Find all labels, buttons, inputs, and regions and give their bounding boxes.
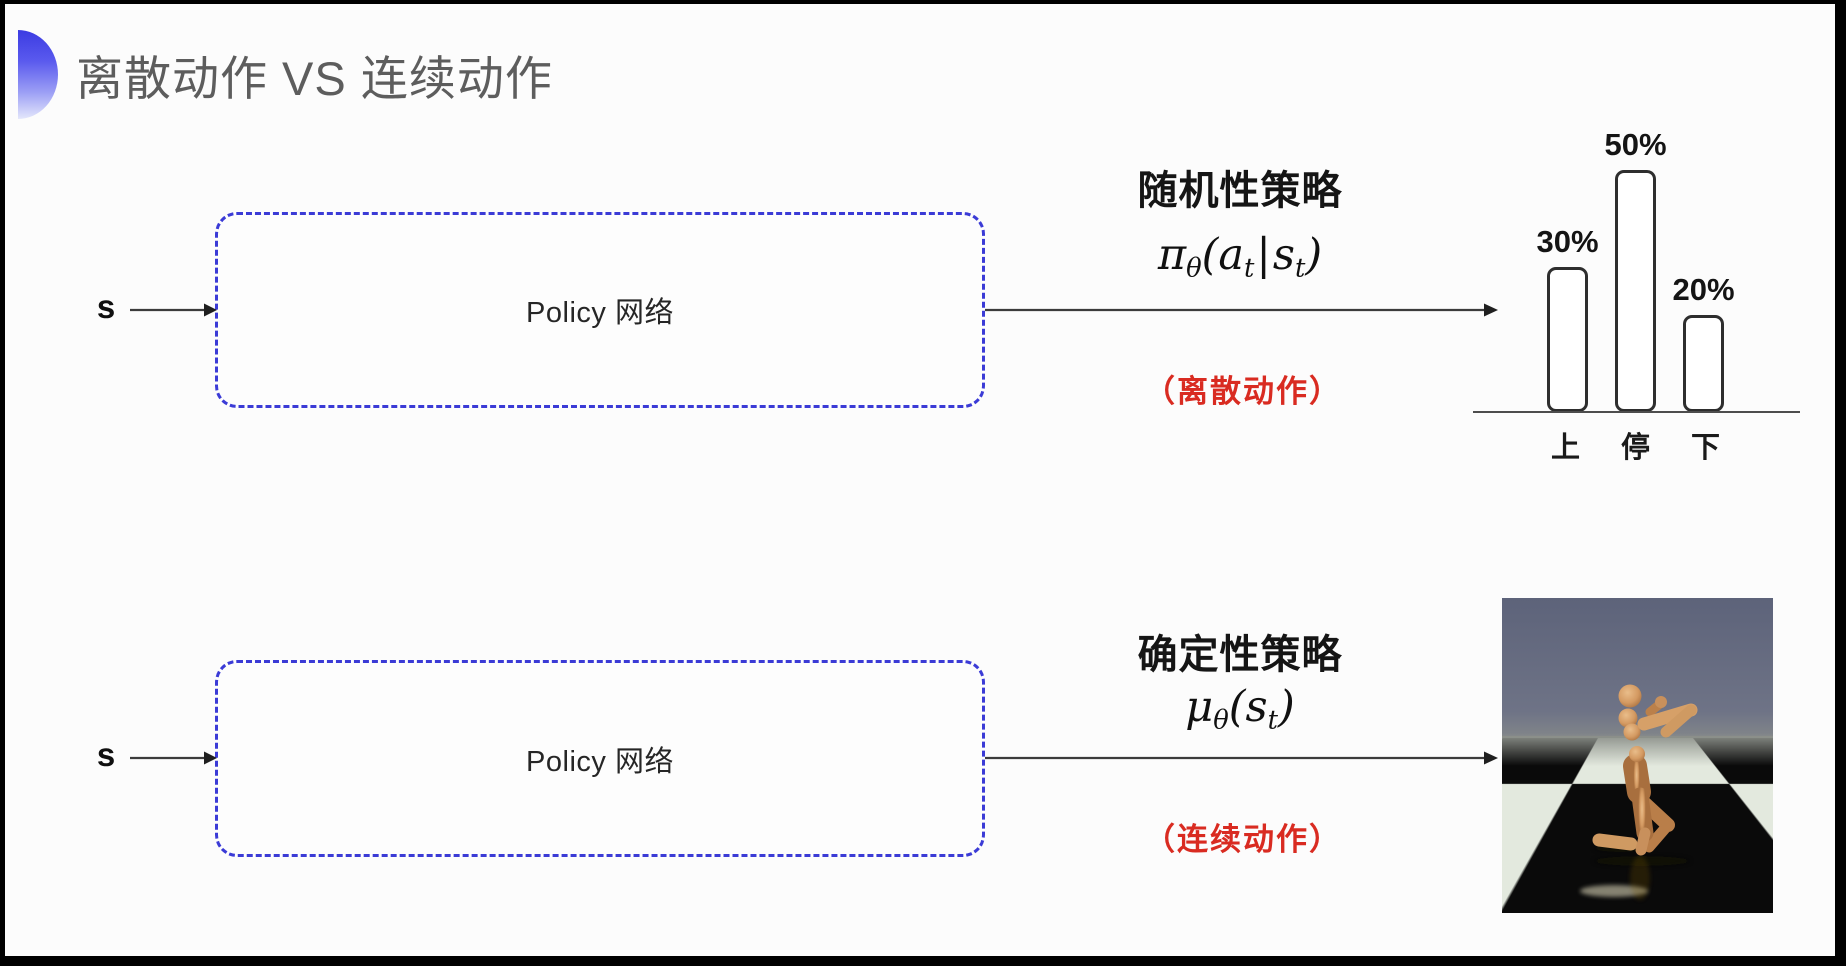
policy-network-box-discrete: Policy 网络 [215, 212, 985, 408]
action-probability-bar-chart: 30% 50% 20% 上 停 下 [1473, 90, 1803, 464]
bar [1683, 315, 1724, 412]
frame-border-left [0, 0, 5, 966]
bar [1615, 169, 1656, 412]
deterministic-policy-formula: μθ(st) [1185, 682, 1295, 736]
humanoid-simulation-image [1502, 598, 1773, 913]
deterministic-policy-title: 确定性策略 [1137, 633, 1343, 677]
continuous-action-note: （连续动作） [1144, 822, 1342, 857]
policy-network-box-continuous: Policy 网络 [215, 660, 985, 857]
discrete-action-note: （离散动作） [1144, 374, 1342, 409]
frame-border-right [1835, 0, 1846, 966]
category-label: 上 [1550, 432, 1580, 464]
bar-value-label: 50% [1604, 126, 1667, 162]
bar-group: 30% [1536, 224, 1599, 412]
state-input-label-discrete: s [96, 288, 116, 325]
bar-value-label: 30% [1536, 223, 1599, 259]
bar-group: 50% [1604, 127, 1667, 412]
bar-group: 20% [1672, 272, 1735, 412]
frame-border-bottom [0, 956, 1846, 966]
policy-network-label: Policy 网络 [526, 297, 674, 329]
bar [1547, 266, 1588, 412]
policy-network-label: Policy 网络 [526, 745, 674, 778]
category-label: 下 [1690, 432, 1720, 464]
category-label: 停 [1620, 432, 1650, 464]
bar-value-label: 20% [1672, 272, 1735, 307]
frame-border-top [0, 0, 1846, 4]
slide-accent-logo [18, 30, 58, 119]
stochastic-policy-formula: πθ(at|st) [1157, 230, 1323, 284]
state-input-label-continuous: s [96, 736, 116, 773]
page-title: 离散动作 VS 连续动作 [76, 52, 553, 105]
chart-baseline-axis [1473, 411, 1800, 413]
humanoid-robot-figure [1580, 684, 1698, 900]
stochastic-policy-title: 随机性策略 [1137, 169, 1343, 213]
